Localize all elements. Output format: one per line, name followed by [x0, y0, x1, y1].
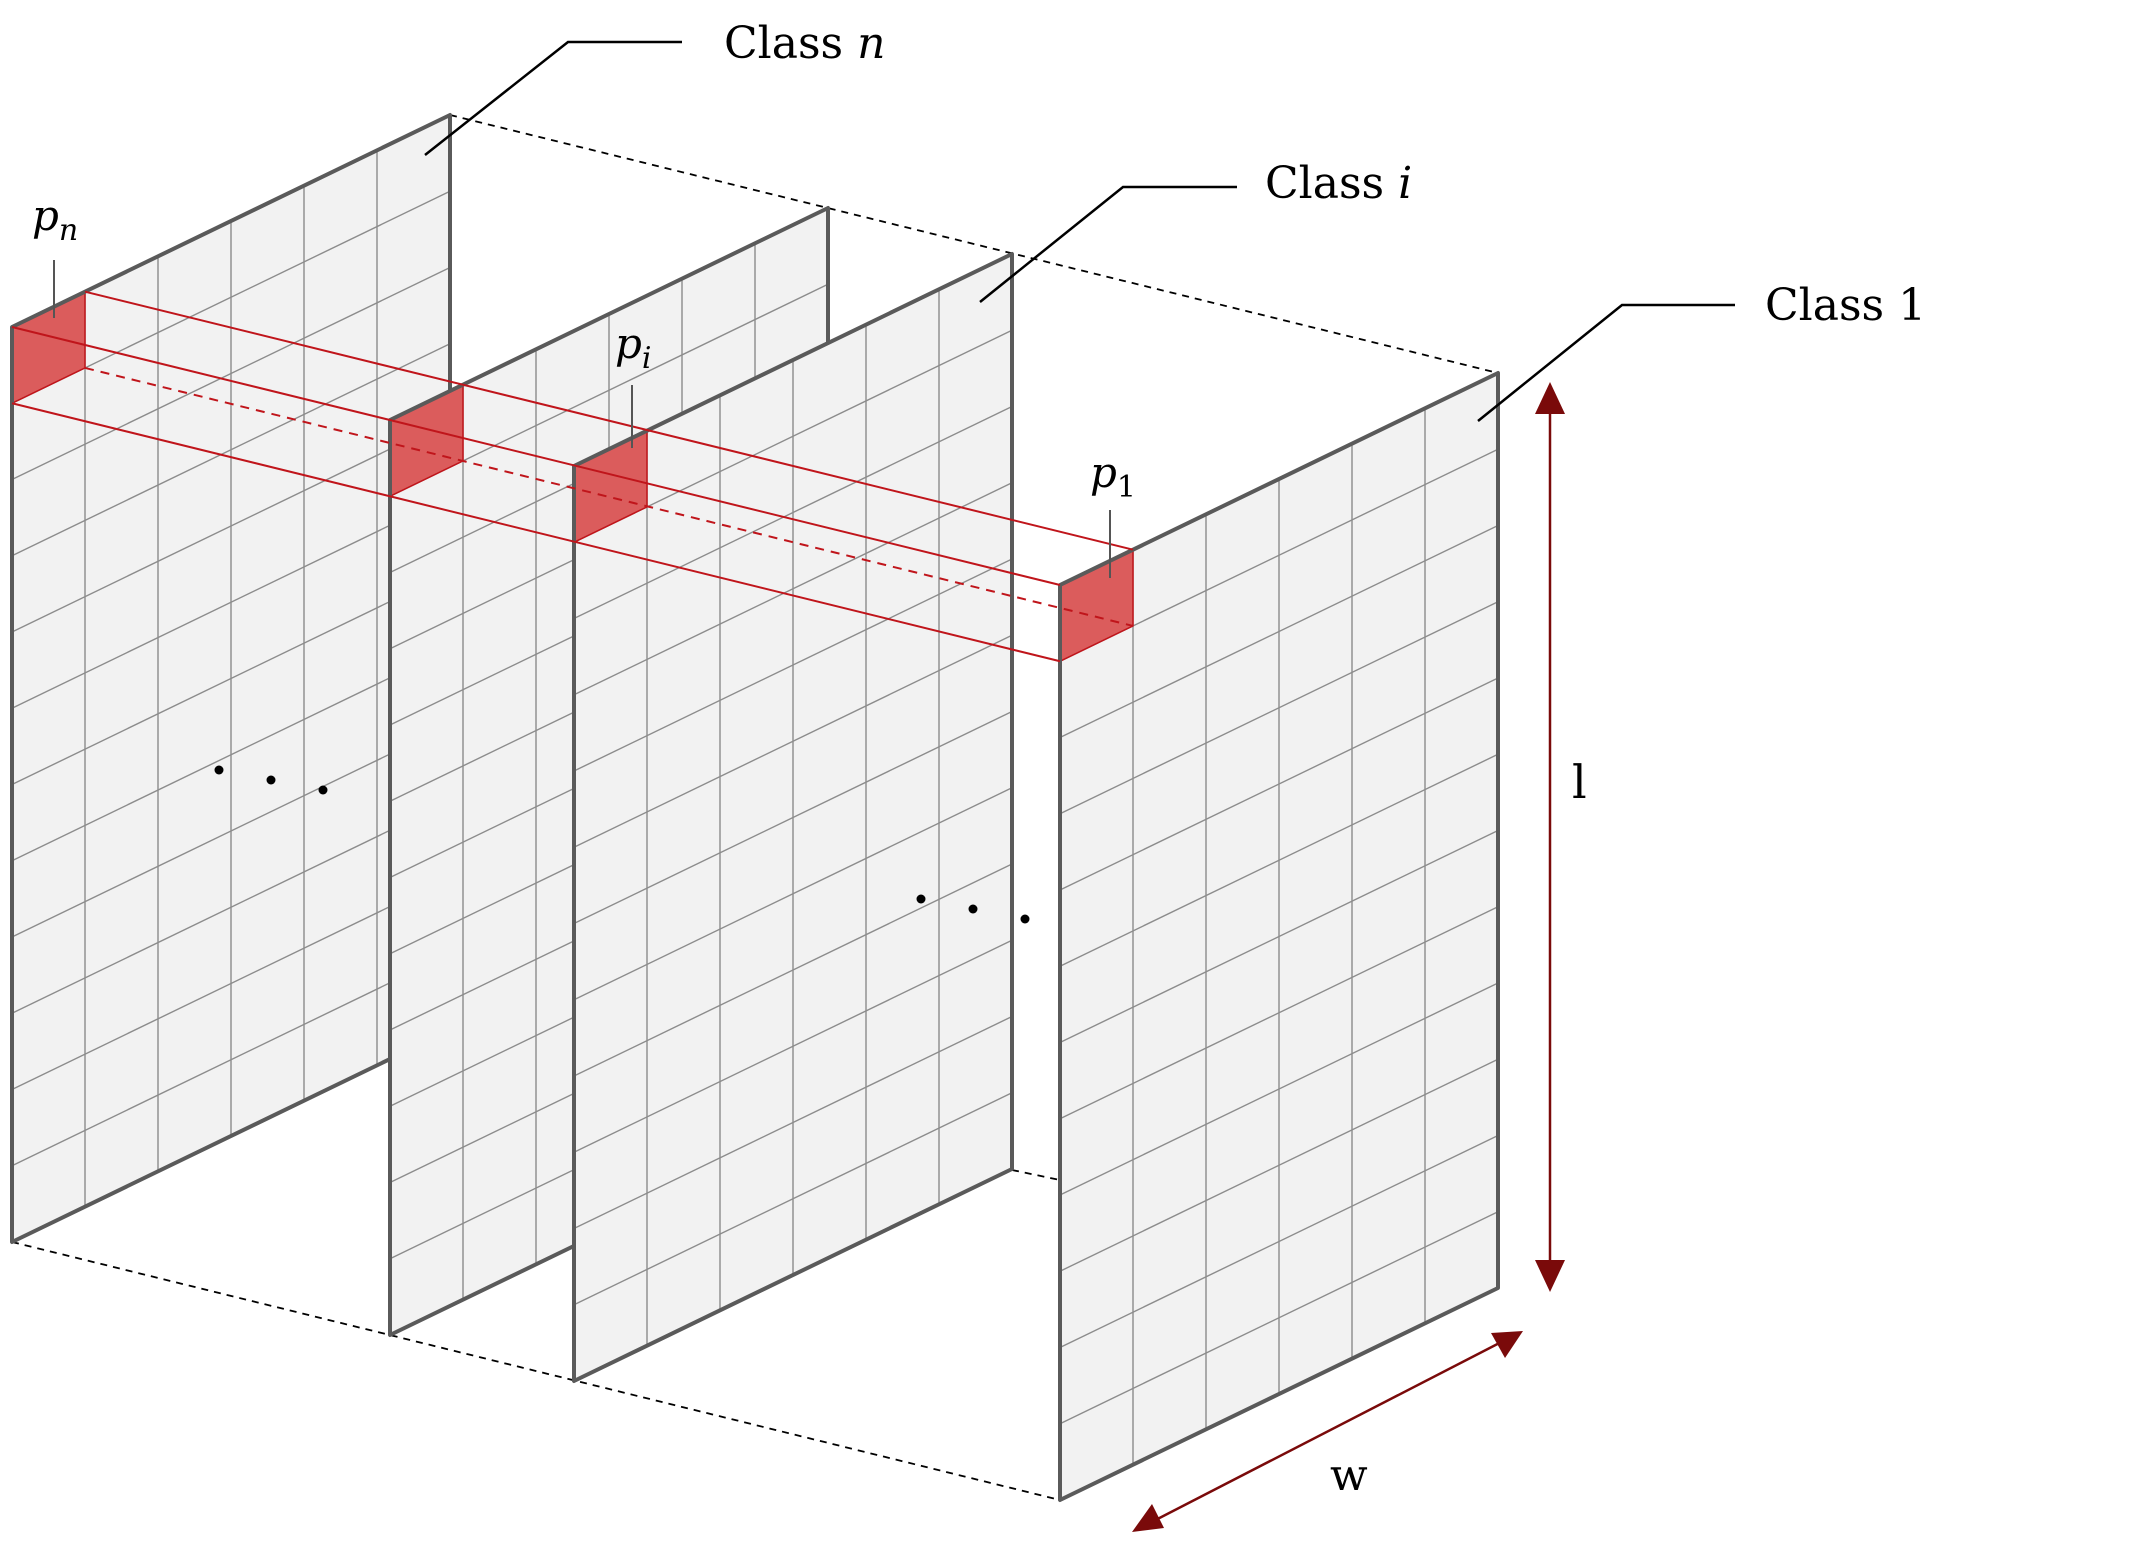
- ellipsis-right: [916, 894, 1030, 924]
- grid-row-line: [1059, 1134, 1499, 1349]
- panel-class-i: [572, 252, 1014, 1383]
- grid-row-line: [1059, 524, 1499, 739]
- width-arrow-bottom: [1132, 1504, 1164, 1532]
- grid-row-line: [1059, 1058, 1499, 1272]
- grid-row-line: [11, 953, 451, 1167]
- grid-row-line: [1059, 753, 1499, 967]
- label-p-n: pn: [32, 191, 78, 248]
- panel-border: [572, 252, 1014, 1383]
- length-arrow-bottom: [1535, 1260, 1565, 1292]
- beam-edge-top-back: [84, 290, 1134, 551]
- grid-row-line: [11, 343, 451, 557]
- width-arrow-top: [1491, 1331, 1523, 1358]
- grid-row-line: [1059, 601, 1499, 815]
- label-class-n: Class n: [724, 18, 885, 69]
- grid-row-line: [573, 863, 1013, 1077]
- panel-class-n: [10, 113, 452, 1244]
- beam-edge-bottom-front: [11, 402, 1061, 663]
- ellipsis-left: [214, 765, 328, 795]
- callout-class-n: [424, 40, 682, 156]
- grid-row-line: [1059, 982, 1499, 1196]
- label-p-i: pi: [615, 319, 652, 376]
- grid-row-line: [573, 634, 1013, 848]
- label-class-1: Class 1: [1765, 280, 1926, 331]
- grid-row-line: [11, 495, 451, 709]
- grid-row-line: [1059, 677, 1499, 891]
- width-dimension-arrow: [1141, 1334, 1514, 1529]
- dashed-edge-bottom: [11, 1241, 1061, 1501]
- dashed-edge-top: [449, 114, 1499, 374]
- grid-row-line: [573, 710, 1013, 925]
- grid-row-line: [11, 266, 451, 481]
- dashed-edge-gap: [1011, 1169, 1061, 1181]
- label-width: w: [1330, 1450, 1368, 1501]
- grid-row-line: [11, 876, 451, 1091]
- grid-row-line: [11, 724, 451, 938]
- grid-row-line: [573, 1092, 1013, 1306]
- grid-row-line: [1059, 1211, 1499, 1425]
- volume-dashed-outline: [11, 114, 1499, 1501]
- pixel-column-beam: [11, 290, 1134, 663]
- grid-row-line: [11, 419, 451, 633]
- callout-class-i: [979, 185, 1237, 303]
- grid-row-line: [573, 405, 1013, 620]
- beam-edge-top-front: [11, 326, 1061, 586]
- length-arrow-top: [1535, 382, 1565, 414]
- grid-row-line: [573, 787, 1013, 1001]
- grid-row-line: [11, 648, 451, 862]
- grid-row-line: [11, 571, 451, 786]
- grid-row-line: [573, 1015, 1013, 1230]
- label-p-1: p1: [1090, 448, 1136, 505]
- grid-row-line: [1059, 829, 1499, 1044]
- panel-border: [1058, 371, 1500, 1502]
- panel-class-1: [1058, 371, 1500, 1502]
- grid-row-line: [573, 482, 1013, 696]
- grid-row-line: [1059, 906, 1499, 1120]
- beam-edge-bottom-back: [84, 366, 1134, 627]
- grid-row-line: [573, 939, 1013, 1153]
- callout-class-1: [1477, 303, 1735, 422]
- label-class-i: Class i: [1265, 158, 1412, 209]
- grid-row-line: [573, 558, 1013, 772]
- grid-row-line: [11, 800, 451, 1014]
- label-length: l: [1572, 755, 1587, 809]
